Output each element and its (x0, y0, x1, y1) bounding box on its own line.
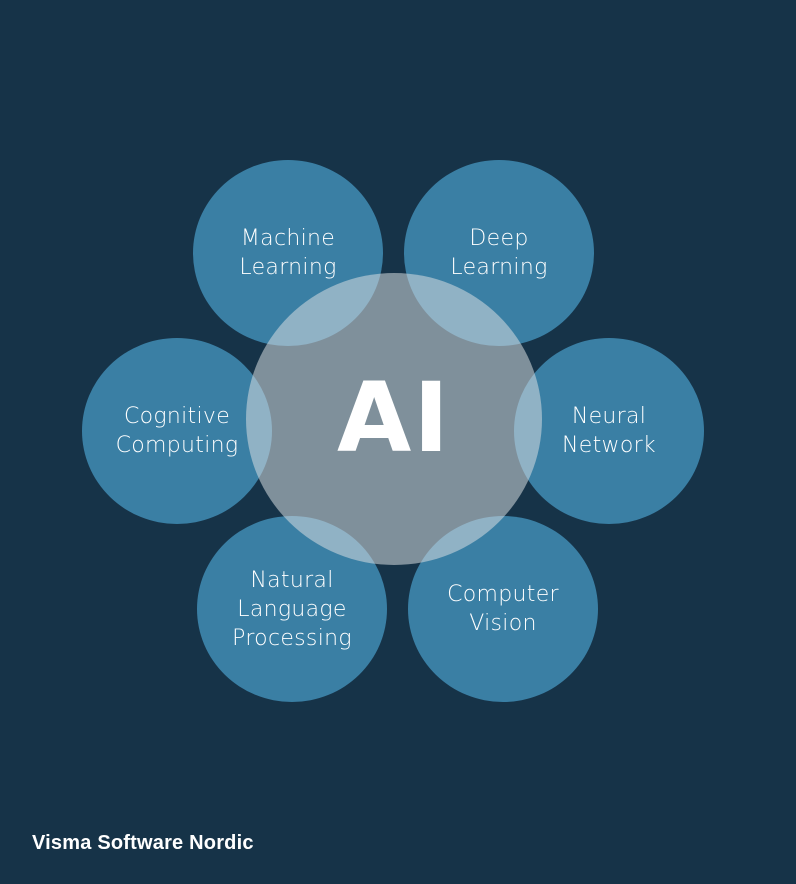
center-ai-label: AI (336, 362, 451, 474)
node-label-cognitive-computing: Cognitive Computing (115, 404, 239, 458)
node-label-neural-network: Neural Network (562, 404, 656, 458)
brand-logo: Visma Software Nordic (32, 832, 254, 854)
node-label-computer-vision: Computer Vision (447, 582, 559, 636)
node-cognitive-computing: Cognitive Computing (82, 338, 272, 524)
center-ai-circle: AI (246, 273, 542, 565)
node-label-natural-language-processing: Natural Language Processing (232, 567, 352, 651)
node-neural-network: Neural Network (514, 338, 704, 524)
node-label-machine-learning: Machine Learning (239, 226, 337, 280)
node-label-deep-learning: Deep Learning (450, 226, 548, 280)
node-machine-learning: Machine Learning (193, 160, 383, 346)
